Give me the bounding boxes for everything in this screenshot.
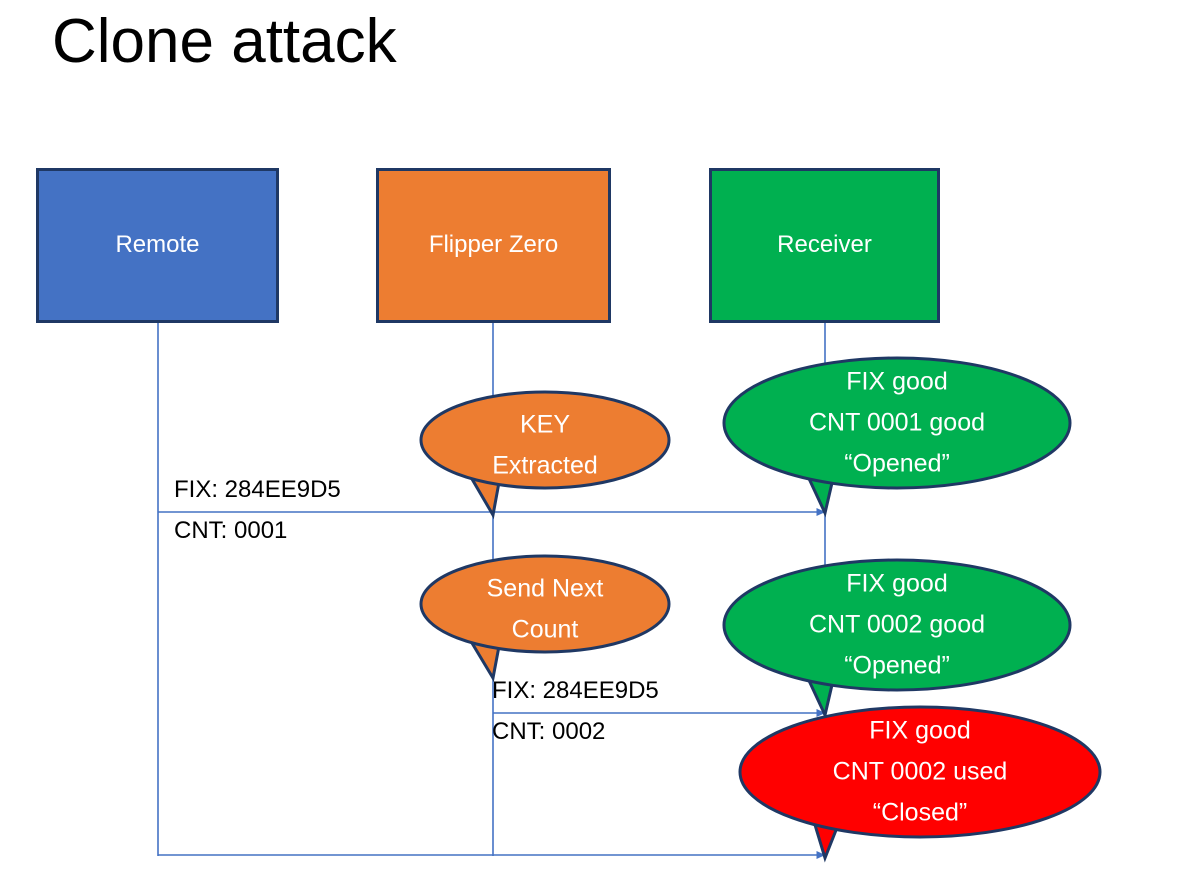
callout-receiver-cnt-0002-closed[interactable]: FIX good CNT 0002 used “Closed”	[738, 705, 1102, 863]
message-2-fix-label: FIX: 284EE9D5	[492, 677, 659, 704]
callout-body-cnt-0002-closed	[738, 705, 1102, 839]
callout-receiver-cnt-0001-opened[interactable]: FIX good CNT 0001 good “Opened”	[722, 356, 1072, 518]
actor-box-flipper[interactable]: Flipper Zero	[376, 168, 611, 323]
callout-body-cnt-0002-opened	[722, 558, 1072, 692]
callout-body-cnt-0001	[722, 356, 1072, 490]
actor-label-flipper: Flipper Zero	[428, 231, 559, 259]
callout-body-key-extracted	[419, 390, 671, 490]
callout-line-key-extracted-1: KEY	[520, 411, 570, 439]
callout-receiver-cnt-0002-opened[interactable]: FIX good CNT 0002 good “Opened”	[722, 558, 1072, 720]
page-title: Clone attack	[52, 7, 397, 76]
actor-box-receiver[interactable]: Receiver	[709, 168, 940, 323]
callout-line-cnt-0002-opened-2: CNT 0002 good	[809, 611, 985, 639]
callout-line-cnt-0002-closed-1: FIX good	[869, 717, 970, 745]
callout-line-send-next-count-1: Send Next	[487, 575, 604, 603]
callout-line-cnt-0002-closed-2: CNT 0002 used	[833, 758, 1008, 786]
message-1-fix-label: FIX: 284EE9D5	[174, 476, 341, 503]
callout-line-key-extracted-2: Extracted	[492, 452, 598, 480]
callout-line-cnt-0002-opened-3: “Opened”	[844, 652, 950, 680]
callout-line-cnt-0001-2: CNT 0001 good	[809, 409, 985, 437]
callout-send-next-count[interactable]: Send Next Count	[419, 554, 671, 683]
callout-line-cnt-0002-opened-1: FIX good	[846, 570, 947, 598]
actor-box-remote[interactable]: Remote	[36, 168, 279, 323]
actor-label-receiver: Receiver	[777, 231, 872, 259]
callout-line-cnt-0002-closed-3: “Closed”	[873, 799, 967, 827]
callout-body-send-next-count	[419, 554, 671, 654]
message-1-cnt-label: CNT: 0001	[174, 517, 288, 544]
callout-line-send-next-count-2: Count	[512, 616, 579, 644]
callout-line-cnt-0001-1: FIX good	[846, 368, 947, 396]
callout-key-extracted[interactable]: KEY Extracted	[419, 390, 671, 520]
message-2-cnt-label: CNT: 0002	[492, 718, 606, 745]
callout-line-cnt-0001-3: “Opened”	[844, 450, 950, 478]
actor-label-remote: Remote	[115, 231, 200, 259]
